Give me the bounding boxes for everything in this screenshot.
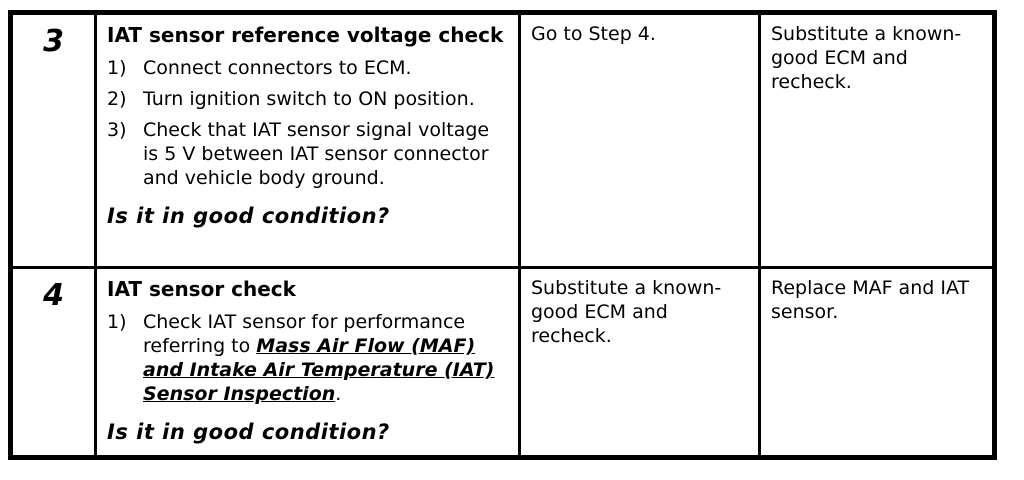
action-cell: IAT sensor check 1) Check IAT sensor for… [94,266,521,459]
step-number: 3 [43,24,64,59]
yes-result-cell: Go to Step 4. [518,11,761,269]
no-result-cell: Substitute a known-good ECM and recheck. [758,11,996,269]
step-text: Check IAT sensor for performance referri… [143,311,508,407]
action-cell: IAT sensor reference voltage check 1) Co… [94,11,521,269]
condition-question: Is it in good condition? [107,203,390,228]
step-cell: 3 [9,11,97,269]
action-title: IAT sensor check [107,277,296,301]
no-result-cell: Replace MAF and IAT sensor. [758,266,996,459]
step-cell: 4 [9,266,97,459]
action-title: IAT sensor reference voltage check [107,23,504,47]
procedure-step: 1) Connect connectors to ECM. [107,57,508,81]
procedure-list: 1) Check IAT sensor for performance refe… [107,311,508,407]
procedure-step: 1) Check IAT sensor for performance refe… [107,311,508,407]
table-row-step-3: 3 IAT sensor reference voltage check 1) … [9,11,996,269]
step-number: 4 [43,278,64,313]
procedure-step: 3) Check that IAT sensor signal voltage … [107,119,508,191]
yes-result-cell: Substitute a known-good ECM and recheck. [518,266,761,459]
step-text: Check that IAT sensor signal voltage is … [143,118,490,189]
step-text-pre: Check IAT sensor for performance referri… [143,311,466,357]
no-result-text: Replace MAF and IAT sensor. [771,277,970,323]
diagnostic-table: 3 IAT sensor reference voltage check 1) … [8,10,997,460]
step-text: Connect connectors to ECM. [143,57,412,79]
yes-result-text: Substitute a known-good ECM and recheck. [531,277,722,347]
procedure-step: 2) Turn ignition switch to ON position. [107,88,508,112]
condition-question: Is it in good condition? [107,419,390,444]
yes-result-text: Go to Step 4. [531,23,656,45]
table-row-step-4: 4 IAT sensor check 1) Check IAT sensor f… [9,266,996,459]
maf-iat-inspection-link[interactable]: Mass Air Flow (MAF) and Intake Air Tempe… [143,334,495,405]
step-index: 2) [107,87,127,110]
step-text-post: . [335,382,342,405]
step-index: 1) [107,57,127,79]
step-index: 1) [107,311,127,333]
procedure-list: 1) Connect connectors to ECM. 2) Turn ig… [107,57,508,191]
step-text: Turn ignition switch to ON position. [143,87,475,110]
no-result-text: Substitute a known-good ECM and recheck. [771,23,962,93]
step-index: 3) [107,118,127,141]
